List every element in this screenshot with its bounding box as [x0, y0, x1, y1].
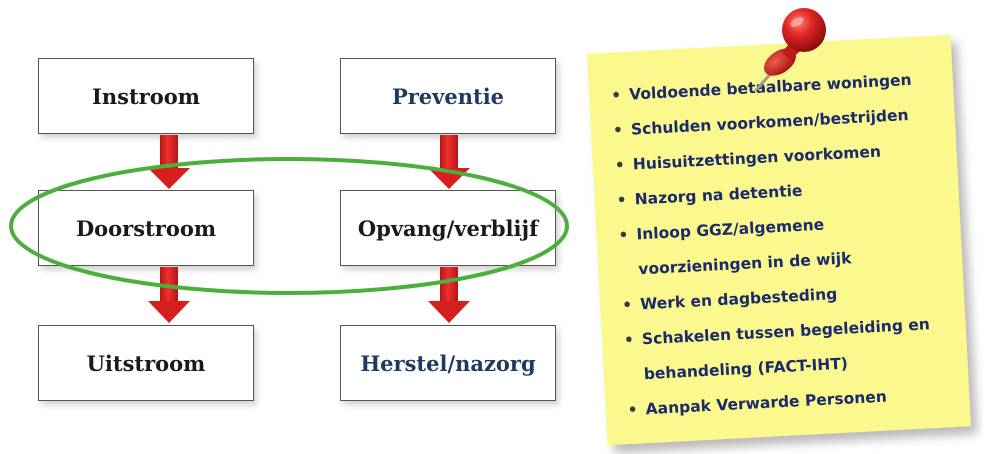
arrow-preventie-opvang [428, 135, 470, 189]
box-preventie: Preventie [340, 58, 556, 134]
pushpin-icon [754, 8, 826, 92]
bullet-icon: • [618, 225, 629, 245]
arrow-doorstroom-uitstroom [148, 267, 190, 323]
note-item-text: Nazorg na detentie [634, 181, 803, 209]
bullet-icon: • [621, 295, 633, 315]
instroom-label: Instroom [92, 83, 200, 109]
preventie-label: Preventie [391, 83, 505, 109]
bullet-icon: • [627, 400, 639, 420]
box-opvang-verblijf: Opvang/verblijf [340, 190, 556, 266]
box-instroom: Instroom [38, 58, 254, 134]
note-list: •Voldoende betaalbare woningen •Schulden… [587, 35, 970, 430]
bullet-icon: • [616, 190, 628, 210]
sticky-note: •Voldoende betaalbare woningen •Schulden… [586, 34, 972, 446]
note-item-text: Werk en dagbesteding [639, 285, 838, 314]
opvang-verblijf-label: Opvang/verblijf [357, 215, 539, 241]
note-item-text: Schulden voorkomen/bestrijden [630, 106, 909, 139]
box-herstel-nazorg: Herstel/nazorg [340, 325, 556, 401]
uitstroom-label: Uitstroom [86, 350, 206, 376]
note-item-text: Inloop GGZ/algemene [636, 215, 825, 244]
bullet-icon: • [610, 86, 622, 105]
note-item-text: Schakelen tussen begeleiding en [641, 315, 931, 349]
box-doorstroom: Doorstroom [38, 190, 254, 266]
note-item-text: voorzieningen in de wijk [637, 249, 852, 279]
arrow-instroom-doorstroom [148, 135, 190, 189]
arrow-opvang-herstel [428, 267, 470, 323]
bullet-icon: • [623, 330, 635, 350]
doorstroom-label: Doorstroom [75, 215, 217, 241]
bullet-icon: • [612, 121, 624, 140]
herstel-nazorg-label: Herstel/nazorg [360, 350, 536, 376]
note-item-text: behandeling (FACT-IHT) [643, 354, 849, 384]
bullet-icon: • [614, 155, 626, 175]
note-item-text: Huisuitzettingen voorkomen [632, 142, 882, 174]
note-item-text: Aanpak Verwarde Personen [645, 387, 888, 419]
box-uitstroom: Uitstroom [38, 325, 254, 401]
